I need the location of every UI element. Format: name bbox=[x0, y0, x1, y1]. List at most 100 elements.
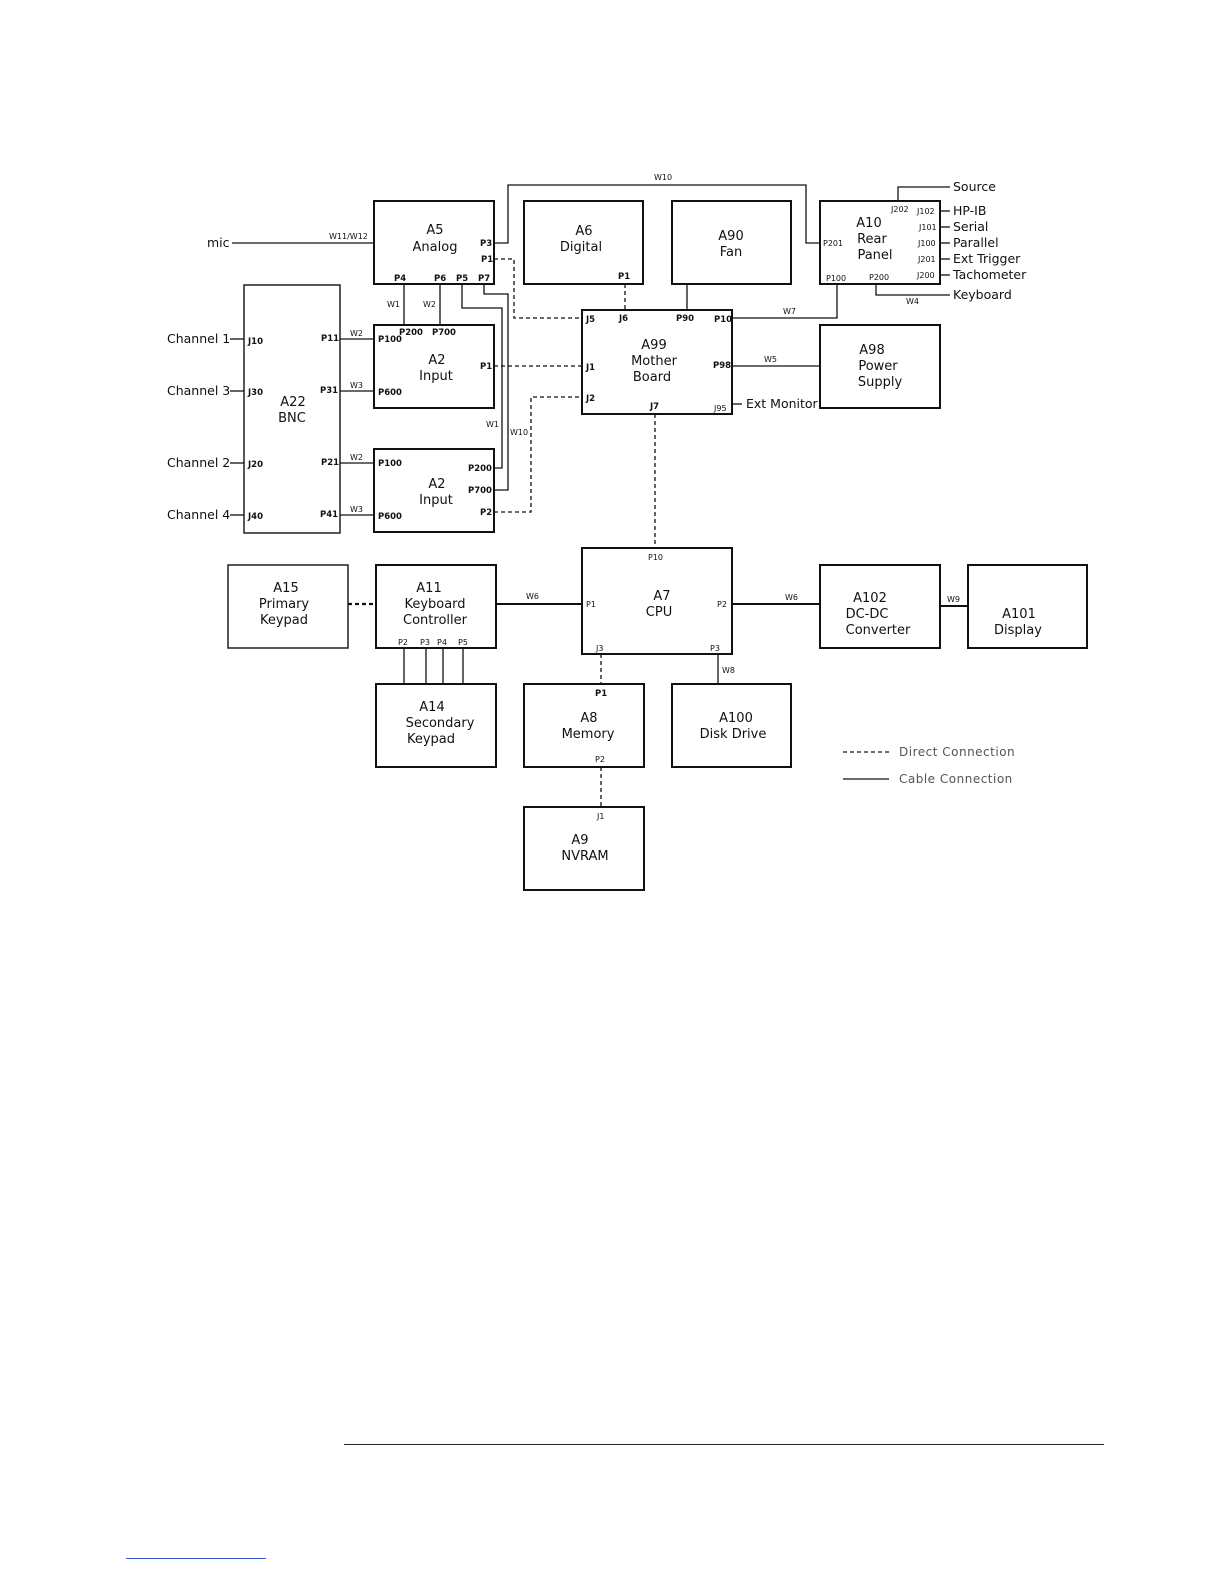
a6-name: Digital bbox=[560, 240, 602, 255]
label-hpib: HP-IB bbox=[953, 203, 986, 218]
a15-name-1: Primary bbox=[259, 597, 310, 612]
a2-upper-port-p200: P200 bbox=[399, 328, 423, 338]
a22-port-j10: J10 bbox=[247, 337, 263, 347]
label-source: Source bbox=[953, 179, 996, 194]
label-serial: Serial bbox=[953, 219, 988, 234]
a22-port-p31: P31 bbox=[320, 386, 338, 396]
a2-lower-port-p700: P700 bbox=[468, 486, 492, 496]
a10-port-p200: P200 bbox=[869, 273, 889, 282]
legend: Direct Connection Cable Connection bbox=[843, 745, 1015, 786]
a99-port-j6: J6 bbox=[618, 314, 628, 324]
wire-label-w6-b: W6 bbox=[785, 593, 798, 602]
a11-port-p3: P3 bbox=[420, 638, 430, 647]
block-a99: A99 Mother Board J5 J6 P90 P10 J1 P98 J2… bbox=[581, 309, 733, 415]
label-ext-monitor: Ext Monitor bbox=[746, 396, 819, 411]
legend-direct-label: Direct Connection bbox=[899, 745, 1015, 759]
link-w10-top bbox=[494, 184, 820, 244]
a6-port-p1: P1 bbox=[618, 272, 630, 282]
a10-port-j101: J101 bbox=[918, 223, 937, 232]
a10-id: A10 bbox=[856, 216, 881, 231]
a14-name-2: Keypad bbox=[407, 732, 455, 747]
a8-id: A8 bbox=[580, 711, 597, 726]
a102-id: A102 bbox=[853, 591, 887, 606]
block-a22: A22 BNC J10 J30 J20 J40 P11 P31 P21 P41 bbox=[243, 284, 341, 534]
a99-port-j1: J1 bbox=[585, 363, 595, 373]
label-ext-trigger: Ext Trigger bbox=[953, 251, 1021, 266]
a101-id: A101 bbox=[1002, 607, 1036, 622]
a99-name-1: Mother bbox=[631, 354, 678, 369]
wire-label-w2-b: W2 bbox=[350, 329, 363, 338]
link-w10-b bbox=[483, 284, 509, 491]
a2-upper-port-p600: P600 bbox=[378, 388, 402, 398]
a22-port-j30: J30 bbox=[247, 388, 263, 398]
wire-labels: W10 W11/W12 W1 W2 W2 W3 W1 W10 W2 W3 W7 … bbox=[329, 173, 960, 675]
wire-label-w7: W7 bbox=[783, 307, 796, 316]
a90-id: A90 bbox=[718, 229, 743, 244]
a99-name-2: Board bbox=[633, 370, 671, 385]
footer-rule bbox=[344, 1444, 1104, 1445]
a10-port-j102: J102 bbox=[916, 207, 935, 216]
a5-port-p5: P5 bbox=[456, 274, 468, 284]
block-a9: A9 NVRAM J1 bbox=[523, 806, 645, 891]
a10-port-j200: J200 bbox=[916, 271, 935, 280]
a22-port-p11: P11 bbox=[321, 334, 339, 344]
a11-name-2: Controller bbox=[403, 613, 468, 628]
a7-name: CPU bbox=[646, 605, 672, 620]
external-labels: mic Source HP-IB Serial Parallel Ext Tri… bbox=[167, 179, 1027, 522]
a5-port-p3: P3 bbox=[480, 239, 492, 249]
a99-port-p98: P98 bbox=[713, 361, 731, 371]
a10-name-1: Rear bbox=[857, 232, 887, 247]
a99-port-j95: J95 bbox=[713, 404, 727, 413]
a8-port-p1: P1 bbox=[595, 689, 607, 699]
a101-name: Display bbox=[994, 623, 1042, 638]
a8-port-p2: P2 bbox=[595, 755, 605, 764]
a8-name: Memory bbox=[562, 727, 615, 742]
a2-lower-id: A2 bbox=[428, 477, 445, 492]
a99-port-j2: J2 bbox=[585, 394, 595, 404]
a10-port-p100: P100 bbox=[826, 274, 846, 283]
a2-lower-port-p100: P100 bbox=[378, 459, 402, 469]
wire-label-w3-c: W3 bbox=[350, 505, 363, 514]
block-a10: A10 Rear Panel J202 J102 J101 J100 J201 … bbox=[819, 200, 941, 285]
a2-upper-port-p700: P700 bbox=[432, 328, 456, 338]
label-channel-1: Channel 1 bbox=[167, 331, 230, 346]
a5-port-p6: P6 bbox=[434, 274, 446, 284]
wire-label-w5: W5 bbox=[764, 355, 777, 364]
link-w7 bbox=[732, 284, 838, 319]
wire-label-w8: W8 bbox=[722, 666, 735, 675]
block-a8: A8 Memory P1 P2 bbox=[523, 683, 645, 768]
wire-label-w1-a: W1 bbox=[387, 300, 400, 309]
a7-port-p3: P3 bbox=[710, 644, 720, 653]
a98-name-2: Supply bbox=[858, 375, 903, 390]
a10-port-j202: J202 bbox=[890, 205, 909, 214]
a22-port-j20: J20 bbox=[247, 460, 263, 470]
block-a5: A5 Analog P3 P1 P4 P6 P5 P7 bbox=[373, 200, 495, 285]
a5-id: A5 bbox=[426, 223, 443, 238]
a98-id: A98 bbox=[859, 343, 884, 358]
link-w1-b bbox=[461, 284, 503, 469]
a99-id: A99 bbox=[641, 338, 666, 353]
link-a2-j2 bbox=[494, 396, 582, 513]
block-a98: A98 Power Supply bbox=[819, 324, 941, 409]
a99-port-j5: J5 bbox=[585, 315, 595, 325]
a5-name: Analog bbox=[413, 240, 458, 255]
a10-port-j100: J100 bbox=[917, 239, 936, 248]
label-channel-4: Channel 4 bbox=[167, 507, 230, 522]
a22-port-p41: P41 bbox=[320, 510, 338, 520]
a7-port-p1: P1 bbox=[586, 600, 596, 609]
a5-port-p4: P4 bbox=[394, 274, 406, 284]
wire-label-w11-w12: W11/W12 bbox=[329, 232, 368, 241]
a2-lower-port-p2: P2 bbox=[480, 508, 492, 518]
a6-id: A6 bbox=[575, 224, 592, 239]
a99-port-j7: J7 bbox=[649, 402, 659, 412]
wire-label-w1-b: W1 bbox=[486, 420, 499, 429]
a5-port-p7: P7 bbox=[478, 274, 490, 284]
block-a90: A90 Fan bbox=[671, 200, 792, 285]
a2-upper-name: Input bbox=[419, 369, 453, 384]
block-a15: A15 Primary Keypad bbox=[227, 564, 349, 649]
a2-upper-port-p100: P100 bbox=[378, 335, 402, 345]
a90-name: Fan bbox=[720, 245, 743, 260]
block-a14: A14 Secondary Keypad bbox=[375, 683, 497, 768]
wire-label-w10-b: W10 bbox=[510, 428, 528, 437]
